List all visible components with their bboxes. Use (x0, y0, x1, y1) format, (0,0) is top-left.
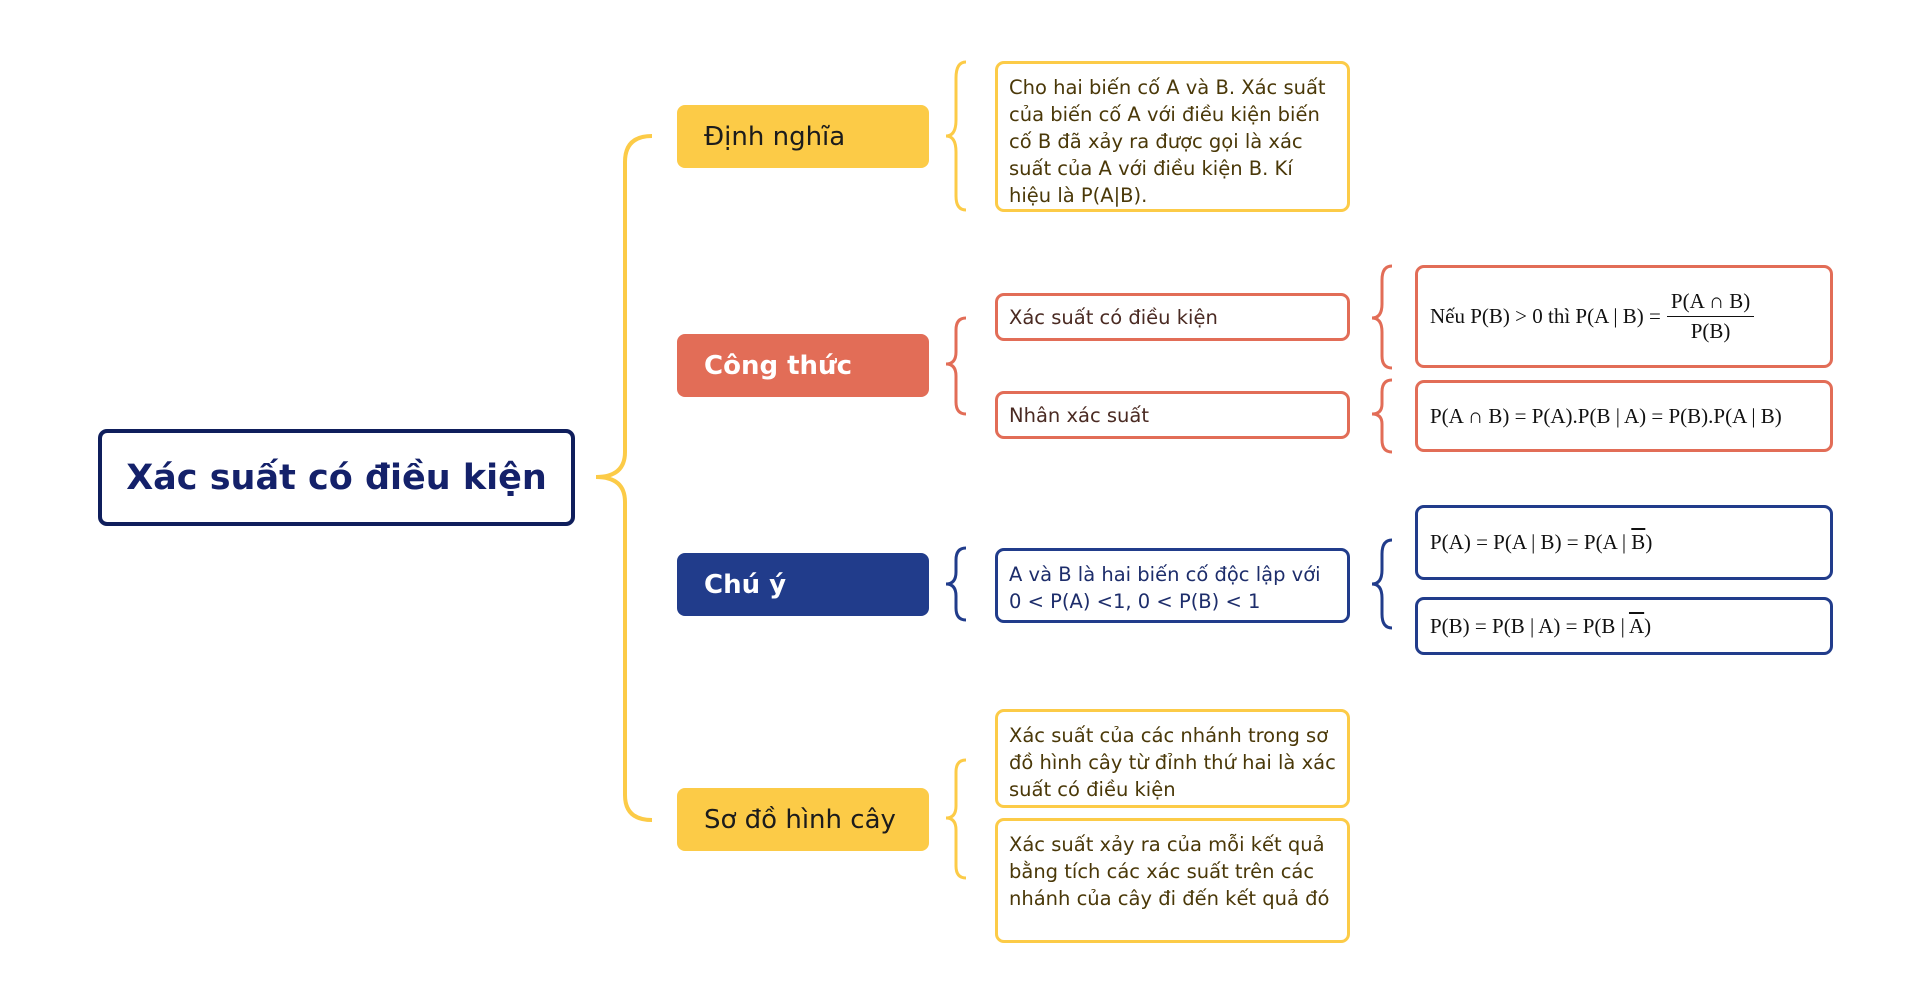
note-text-box[interactable]: A và B là hai biến cố độc lập với 0 < P(… (995, 548, 1350, 623)
formula1-right: ) (1645, 530, 1653, 554)
multiplication-brace (1371, 378, 1393, 454)
category-note[interactable]: Chú ý (677, 553, 929, 616)
definition-text: Cho hai biến cố A và B. Xác suất của biế… (1009, 76, 1326, 207)
conditional-label: Xác suất có điều kiện (1009, 305, 1218, 329)
tree-text1: Xác suất của các nhánh trong sơ đồ hình … (1009, 724, 1336, 801)
conditional-formula-box[interactable]: Nếu P(B) > 0 thì P(A | B) = P(A ∩ B) P(B… (1415, 265, 1833, 368)
category-tree-label: Sơ đồ hình cây (704, 804, 896, 835)
note-formula-brace (1371, 538, 1393, 630)
formula1-bar: B (1631, 530, 1646, 554)
conditional-numerator: P(A ∩ B) (1666, 289, 1755, 317)
category-tree[interactable]: Sơ đồ hình cây (677, 788, 929, 851)
formula-brace (945, 316, 967, 416)
formula1-left: P(A) = P(A | B) = P(A | (1430, 530, 1632, 554)
definition-text-box[interactable]: Cho hai biến cố A và B. Xác suất của biế… (995, 61, 1350, 212)
category-note-label: Chú ý (704, 569, 787, 600)
tree-brace (945, 758, 967, 880)
root-brace (595, 134, 653, 822)
category-formula-label: Công thức (704, 350, 852, 381)
note-brace (945, 546, 967, 622)
tree-text1-box[interactable]: Xác suất của các nhánh trong sơ đồ hình … (995, 709, 1350, 808)
root-title: Xác suất có điều kiện (126, 457, 547, 498)
multiplication-label: Nhân xác suất (1009, 403, 1149, 427)
multiplication-formula-box[interactable]: P(A ∩ B) = P(A).P(B | A) = P(B).P(A | B) (1415, 380, 1833, 452)
independence-formula2: P(B) = P(B | A) = P(B | A) (1430, 614, 1651, 639)
tree-text2-box[interactable]: Xác suất xảy ra của mỗi kết quả bằng tíc… (995, 818, 1350, 943)
conditional-fraction: P(A ∩ B) P(B) (1666, 289, 1755, 344)
definition-brace (945, 60, 967, 212)
formula2-bar: A (1628, 613, 1645, 638)
category-definition[interactable]: Định nghĩa (677, 105, 929, 168)
formula2-left: P(B) = P(B | A) = P(B | (1430, 613, 1629, 638)
independence-formula1: P(A) = P(A | B) = P(A | B) (1430, 530, 1652, 555)
note-text: A và B là hai biến cố độc lập với 0 < P(… (1009, 563, 1321, 613)
conditional-label-box[interactable]: Xác suất có điều kiện (995, 293, 1350, 341)
multiplication-formula: P(A ∩ B) = P(A).P(B | A) = P(B).P(A | B) (1430, 403, 1782, 428)
independence-formula2-box[interactable]: P(B) = P(B | A) = P(B | A) (1415, 597, 1833, 655)
multiplication-label-box[interactable]: Nhân xác suất (995, 391, 1350, 439)
formula2-right: ) (1644, 613, 1652, 638)
conditional-denominator: P(B) (1690, 319, 1731, 343)
tree-text2: Xác suất xảy ra của mỗi kết quả bằng tíc… (1009, 833, 1330, 910)
category-formula[interactable]: Công thức (677, 334, 929, 397)
independence-formula1-box[interactable]: P(A) = P(A | B) = P(A | B) (1415, 505, 1833, 580)
category-definition-label: Định nghĩa (704, 121, 846, 152)
conditional-brace (1371, 264, 1393, 370)
root-node[interactable]: Xác suất có điều kiện (98, 429, 575, 526)
conditional-formula-prefix: Nếu P(B) > 0 thì P(A | B) = (1430, 304, 1661, 328)
